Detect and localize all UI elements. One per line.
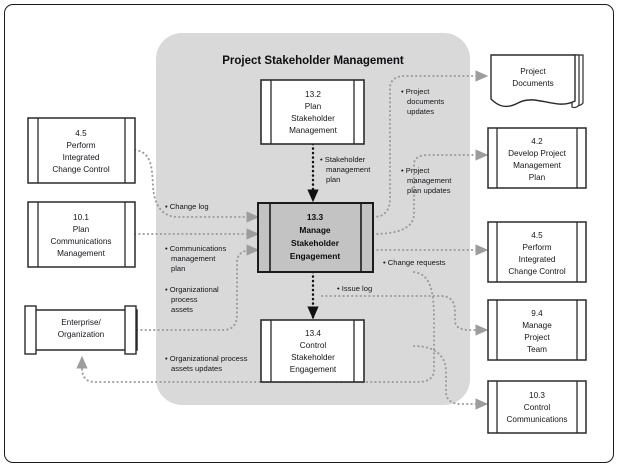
label-line-2: management: [326, 165, 371, 174]
node-line-1: Plan: [73, 225, 90, 234]
flow-change-log: [133, 148, 260, 223]
node-line-2: Integrated: [519, 255, 556, 264]
process-id: 13.4: [305, 329, 321, 338]
label-stakeholder-management-plan: • Stakeholder management plan: [320, 155, 371, 184]
label-line-1: • Project: [401, 166, 430, 175]
node-line-1: Perform: [66, 141, 95, 150]
label-line-1: • Stakeholder: [320, 155, 366, 164]
node-line-3: Plan: [529, 173, 546, 182]
node-plan-communications-management[interactable]: 10.1 Plan Communications Management: [27, 201, 136, 268]
label-organizational-process-assets-updates: • Organizational process assets updates: [165, 354, 248, 373]
node-line-1: Manage: [522, 321, 552, 330]
label-organizational-process-assets: • Organizational process assets: [165, 285, 219, 314]
label-project-documents-updates: • Project documents updates: [401, 87, 444, 116]
label-line-3: updates: [407, 107, 434, 116]
label-line-1: • Issue log: [337, 284, 372, 293]
node-line-3: Change Control: [52, 165, 110, 174]
node-project-documents[interactable]: Project Documents: [490, 54, 584, 109]
node-id: 9.4: [531, 309, 543, 318]
label-line-2: documents: [407, 97, 444, 106]
node-line-2: Project: [524, 333, 550, 342]
process-line-2: Stakeholder: [291, 353, 335, 362]
label-change-log: • Change log: [165, 202, 209, 211]
process-plan-stakeholder-management[interactable]: 13.2 Plan Stakeholder Management: [260, 79, 365, 145]
flow-issue-log-to-manage-project-team: [320, 294, 489, 336]
label-line-2: management: [171, 254, 216, 263]
label-project-management-plan-updates: • Project management plan updates: [401, 166, 452, 195]
process-id: 13.3: [307, 212, 324, 222]
process-line-2: Stakeholder: [291, 114, 335, 123]
node-id: 4.5: [531, 231, 543, 240]
node-line-1: Control: [524, 403, 551, 412]
flow-project-documents-updates: [371, 70, 489, 219]
node-line-1: Perform: [522, 243, 551, 252]
node-line-1: Project: [520, 67, 546, 76]
node-line-3: Management: [57, 249, 106, 258]
label-line-1: • Organizational: [165, 285, 219, 294]
process-line-1: Plan: [305, 102, 322, 111]
process-manage-stakeholder-engagement[interactable]: 13.3 Manage Stakeholder Engagement: [257, 202, 374, 273]
label-communications-management-plan: • Communications management plan: [165, 244, 227, 273]
process-line-3: Engagement: [290, 251, 340, 261]
node-control-communications[interactable]: 10.3 Control Communications: [487, 380, 587, 434]
process-line-3: Engagement: [290, 365, 337, 374]
node-id: 4.2: [531, 137, 543, 146]
label-line-2: management: [407, 176, 452, 185]
node-line-3: Change Control: [508, 267, 566, 276]
entity-line-1: Enterprise/: [61, 318, 101, 327]
node-develop-project-management-plan[interactable]: 4.2 Develop Project Management Plan: [487, 127, 587, 189]
label-line-2: process: [171, 295, 198, 304]
label-line-1: • Change log: [165, 202, 209, 211]
process-line-1: Control: [300, 341, 327, 350]
process-line-3: Management: [289, 126, 338, 135]
flow-project-management-plan-updates: [371, 149, 489, 236]
node-perform-integrated-change-control-right[interactable]: 4.5 Perform Integrated Change Control: [487, 221, 587, 283]
label-line-1: • Change requests: [383, 258, 446, 267]
node-line-2: Documents: [512, 79, 553, 88]
label-issue-log: • Issue log: [337, 284, 372, 293]
page-title: Project Stakeholder Management: [222, 55, 404, 67]
node-id: 4.5: [75, 129, 87, 138]
label-line-3: plan updates: [407, 186, 451, 195]
label-line-3: plan: [326, 175, 340, 184]
node-line-3: Team: [527, 345, 547, 354]
label-line-1: • Communications: [165, 244, 227, 253]
process-id: 13.2: [305, 90, 321, 99]
label-line-3: plan: [171, 264, 185, 273]
label-line-3: assets: [171, 305, 193, 314]
label-line-1: • Organizational process: [165, 354, 248, 363]
node-line-2: Integrated: [63, 153, 100, 162]
label-change-requests: • Change requests: [383, 258, 446, 267]
node-line-1: Develop Project: [508, 149, 567, 158]
process-control-stakeholder-engagement[interactable]: 13.4 Control Stakeholder Engagement: [260, 319, 365, 383]
node-line-2: Communications: [507, 415, 568, 424]
entity-line-2: Organization: [58, 330, 105, 339]
label-line-1: • Project: [401, 87, 430, 96]
node-line-2: Management: [513, 161, 562, 170]
node-perform-integrated-change-control-left[interactable]: 4.5 Perform Integrated Change Control: [27, 117, 136, 184]
node-id: 10.3: [529, 391, 545, 400]
node-enterprise-organization[interactable]: Enterprise/ Organization: [24, 305, 138, 355]
node-manage-project-team[interactable]: 9.4 Manage Project Team: [487, 299, 587, 361]
label-line-2: assets updates: [171, 364, 222, 373]
node-id: 10.1: [73, 213, 89, 222]
process-line-2: Stakeholder: [291, 238, 340, 248]
node-line-2: Communications: [51, 237, 112, 246]
process-line-1: Manage: [299, 225, 331, 235]
flow-organizational-process-assets-updates: [76, 270, 436, 384]
